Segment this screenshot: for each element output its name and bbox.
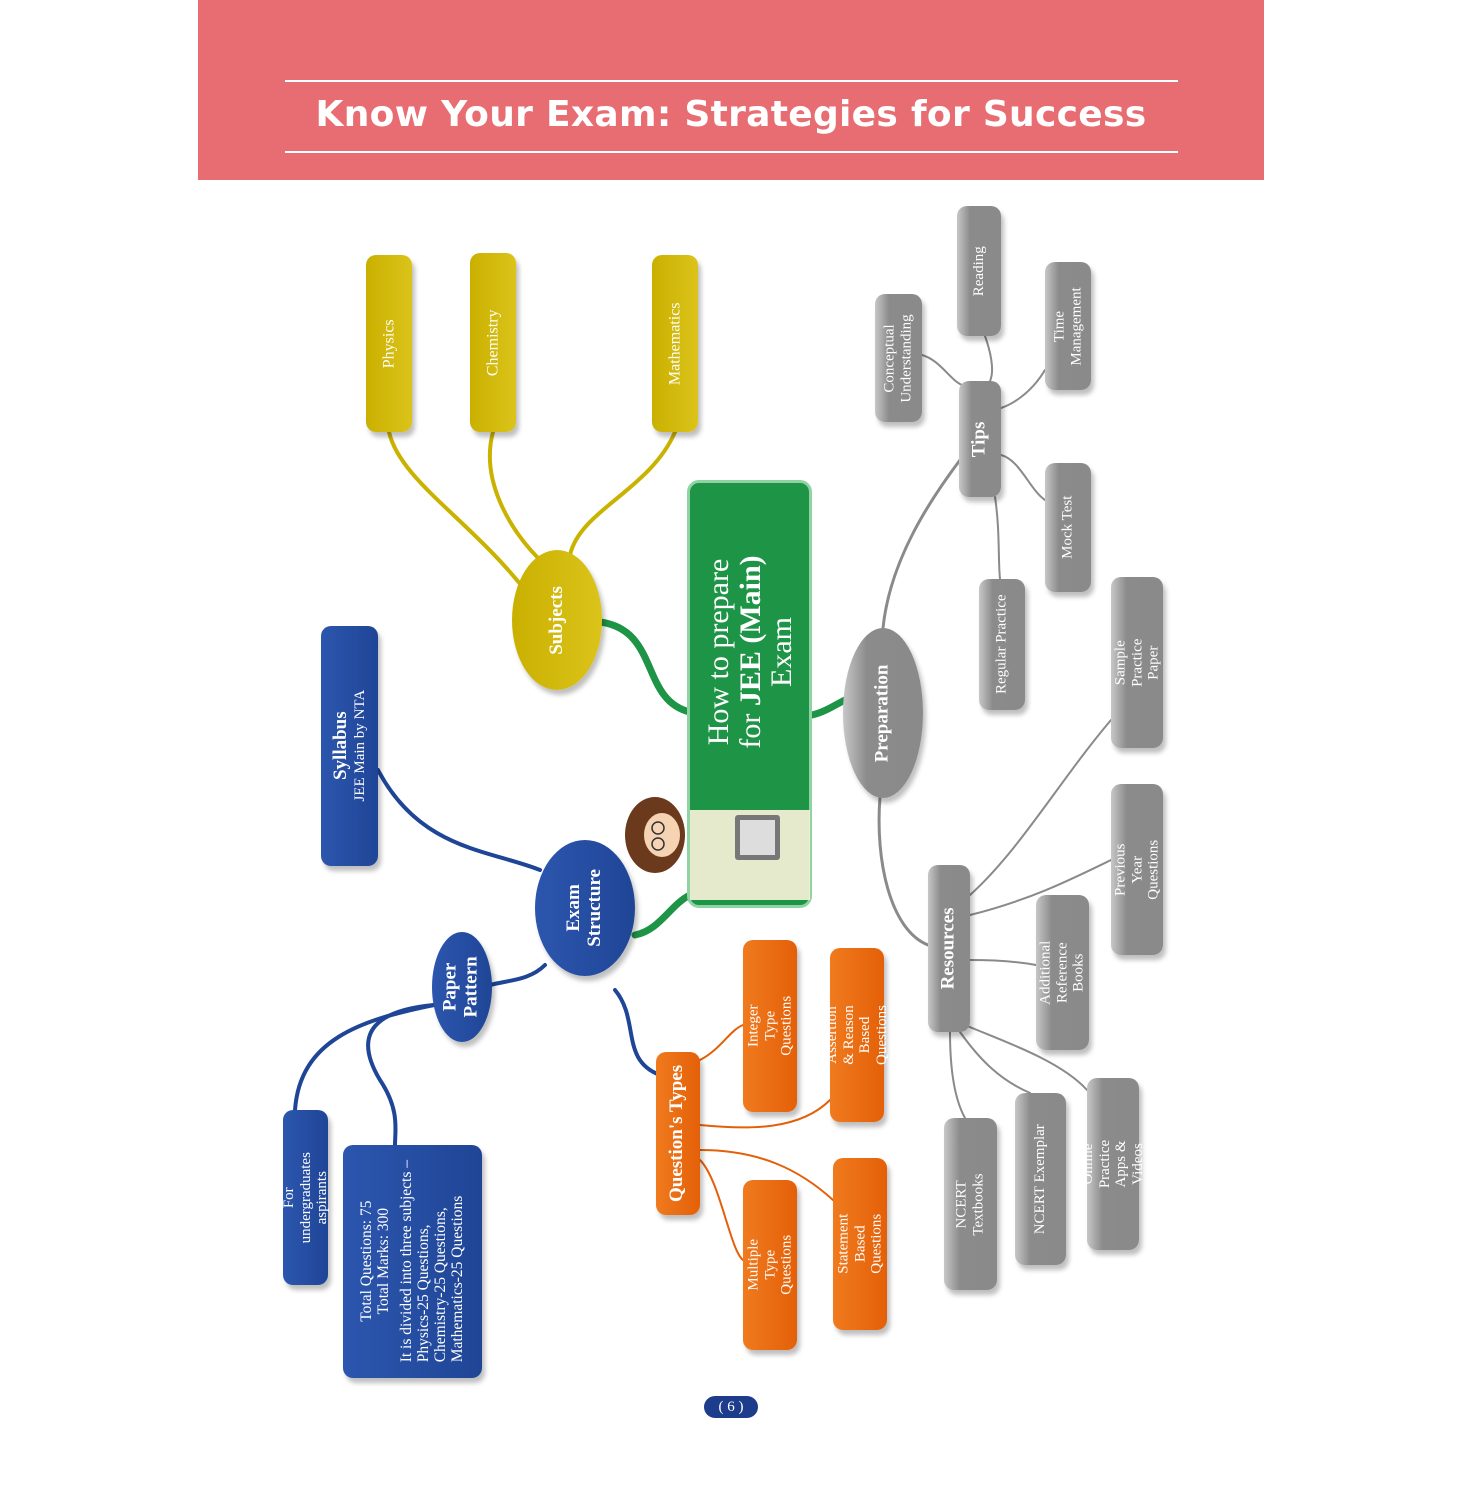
question-type-integer: Integer Type Questions <box>743 940 797 1112</box>
subjects-node: Subjects <box>512 550 602 690</box>
subject-physics: Physics <box>366 255 412 432</box>
exam-structure-node: Exam Structure <box>535 840 635 976</box>
tip-reading: Reading <box>957 206 1001 336</box>
detail-divided: It is divided into three subjects – <box>398 1160 416 1363</box>
paper-details-box: Total Questions: 75 Total Marks: 300 It … <box>343 1145 482 1378</box>
header-banner: Know Your Exam: Strategies for Success <box>198 0 1264 180</box>
subject-chemistry: Chemistry <box>470 253 516 432</box>
resource-online-practice: Online Practice Apps & Videos <box>1080 1078 1146 1250</box>
tip-time-management: Time Management <box>1045 262 1091 390</box>
tips-node: Tips <box>959 381 1001 497</box>
preparation-node: Preparation <box>843 628 923 798</box>
header-rule-top <box>285 80 1178 82</box>
resources-node: Resources <box>928 865 970 1032</box>
audience-box: For undergraduates aspirants <box>281 1110 330 1285</box>
tip-mock-test: Mock Test <box>1045 463 1091 592</box>
resource-additional-reference-books: Additional Reference Books <box>1036 895 1089 1050</box>
question-types-node: Question's Types <box>656 1052 700 1215</box>
page-number: ( 6 ) <box>704 1396 758 1418</box>
paper-pattern-node: Paper Pattern <box>432 932 492 1042</box>
syllabus-title: Syllabus <box>329 711 351 781</box>
header-rule-bottom <box>285 151 1178 153</box>
detail-physics: Physics-25 Questions, <box>415 1224 433 1363</box>
resource-ncert-exemplar: NCERT Exemplar <box>1015 1093 1066 1265</box>
detail-mathematics: Mathematics-25 Questions <box>449 1196 467 1363</box>
question-type-statement: Statement Based Questions <box>833 1158 887 1330</box>
tip-conceptual-understanding: Conceptual Understanding <box>875 294 922 422</box>
resource-ncert-textbooks: NCERT Textbooks <box>944 1118 997 1290</box>
detail-total-marks: Total Marks: 300 <box>375 1208 393 1315</box>
resource-sample-practice-paper: Sample Practice Paper <box>1111 577 1163 748</box>
syllabus-subtitle: JEE Main by NTA <box>351 690 368 802</box>
teacher-illustration <box>625 797 810 900</box>
subject-mathematics: Mathematics <box>652 255 698 432</box>
question-type-assertion: Assertion & Reason Based Questions <box>824 948 890 1122</box>
question-type-multiple: Multiple Type Questions <box>743 1180 797 1350</box>
detail-total-questions: Total Questions: 75 <box>358 1200 376 1323</box>
page-title: Know Your Exam: Strategies for Success <box>315 94 1147 135</box>
center-line-1: How to prepare <box>701 558 735 746</box>
center-line-3: Exam <box>764 616 798 687</box>
tip-regular-practice: Regular Practice <box>979 579 1025 710</box>
center-line-2-bold: JEE (Main) <box>732 555 766 706</box>
center-line-2: for <box>732 705 766 749</box>
detail-chemistry: Chemistry-25 Questions, <box>432 1207 450 1363</box>
resource-previous-year-questions: Previous Year Questions <box>1111 784 1163 955</box>
